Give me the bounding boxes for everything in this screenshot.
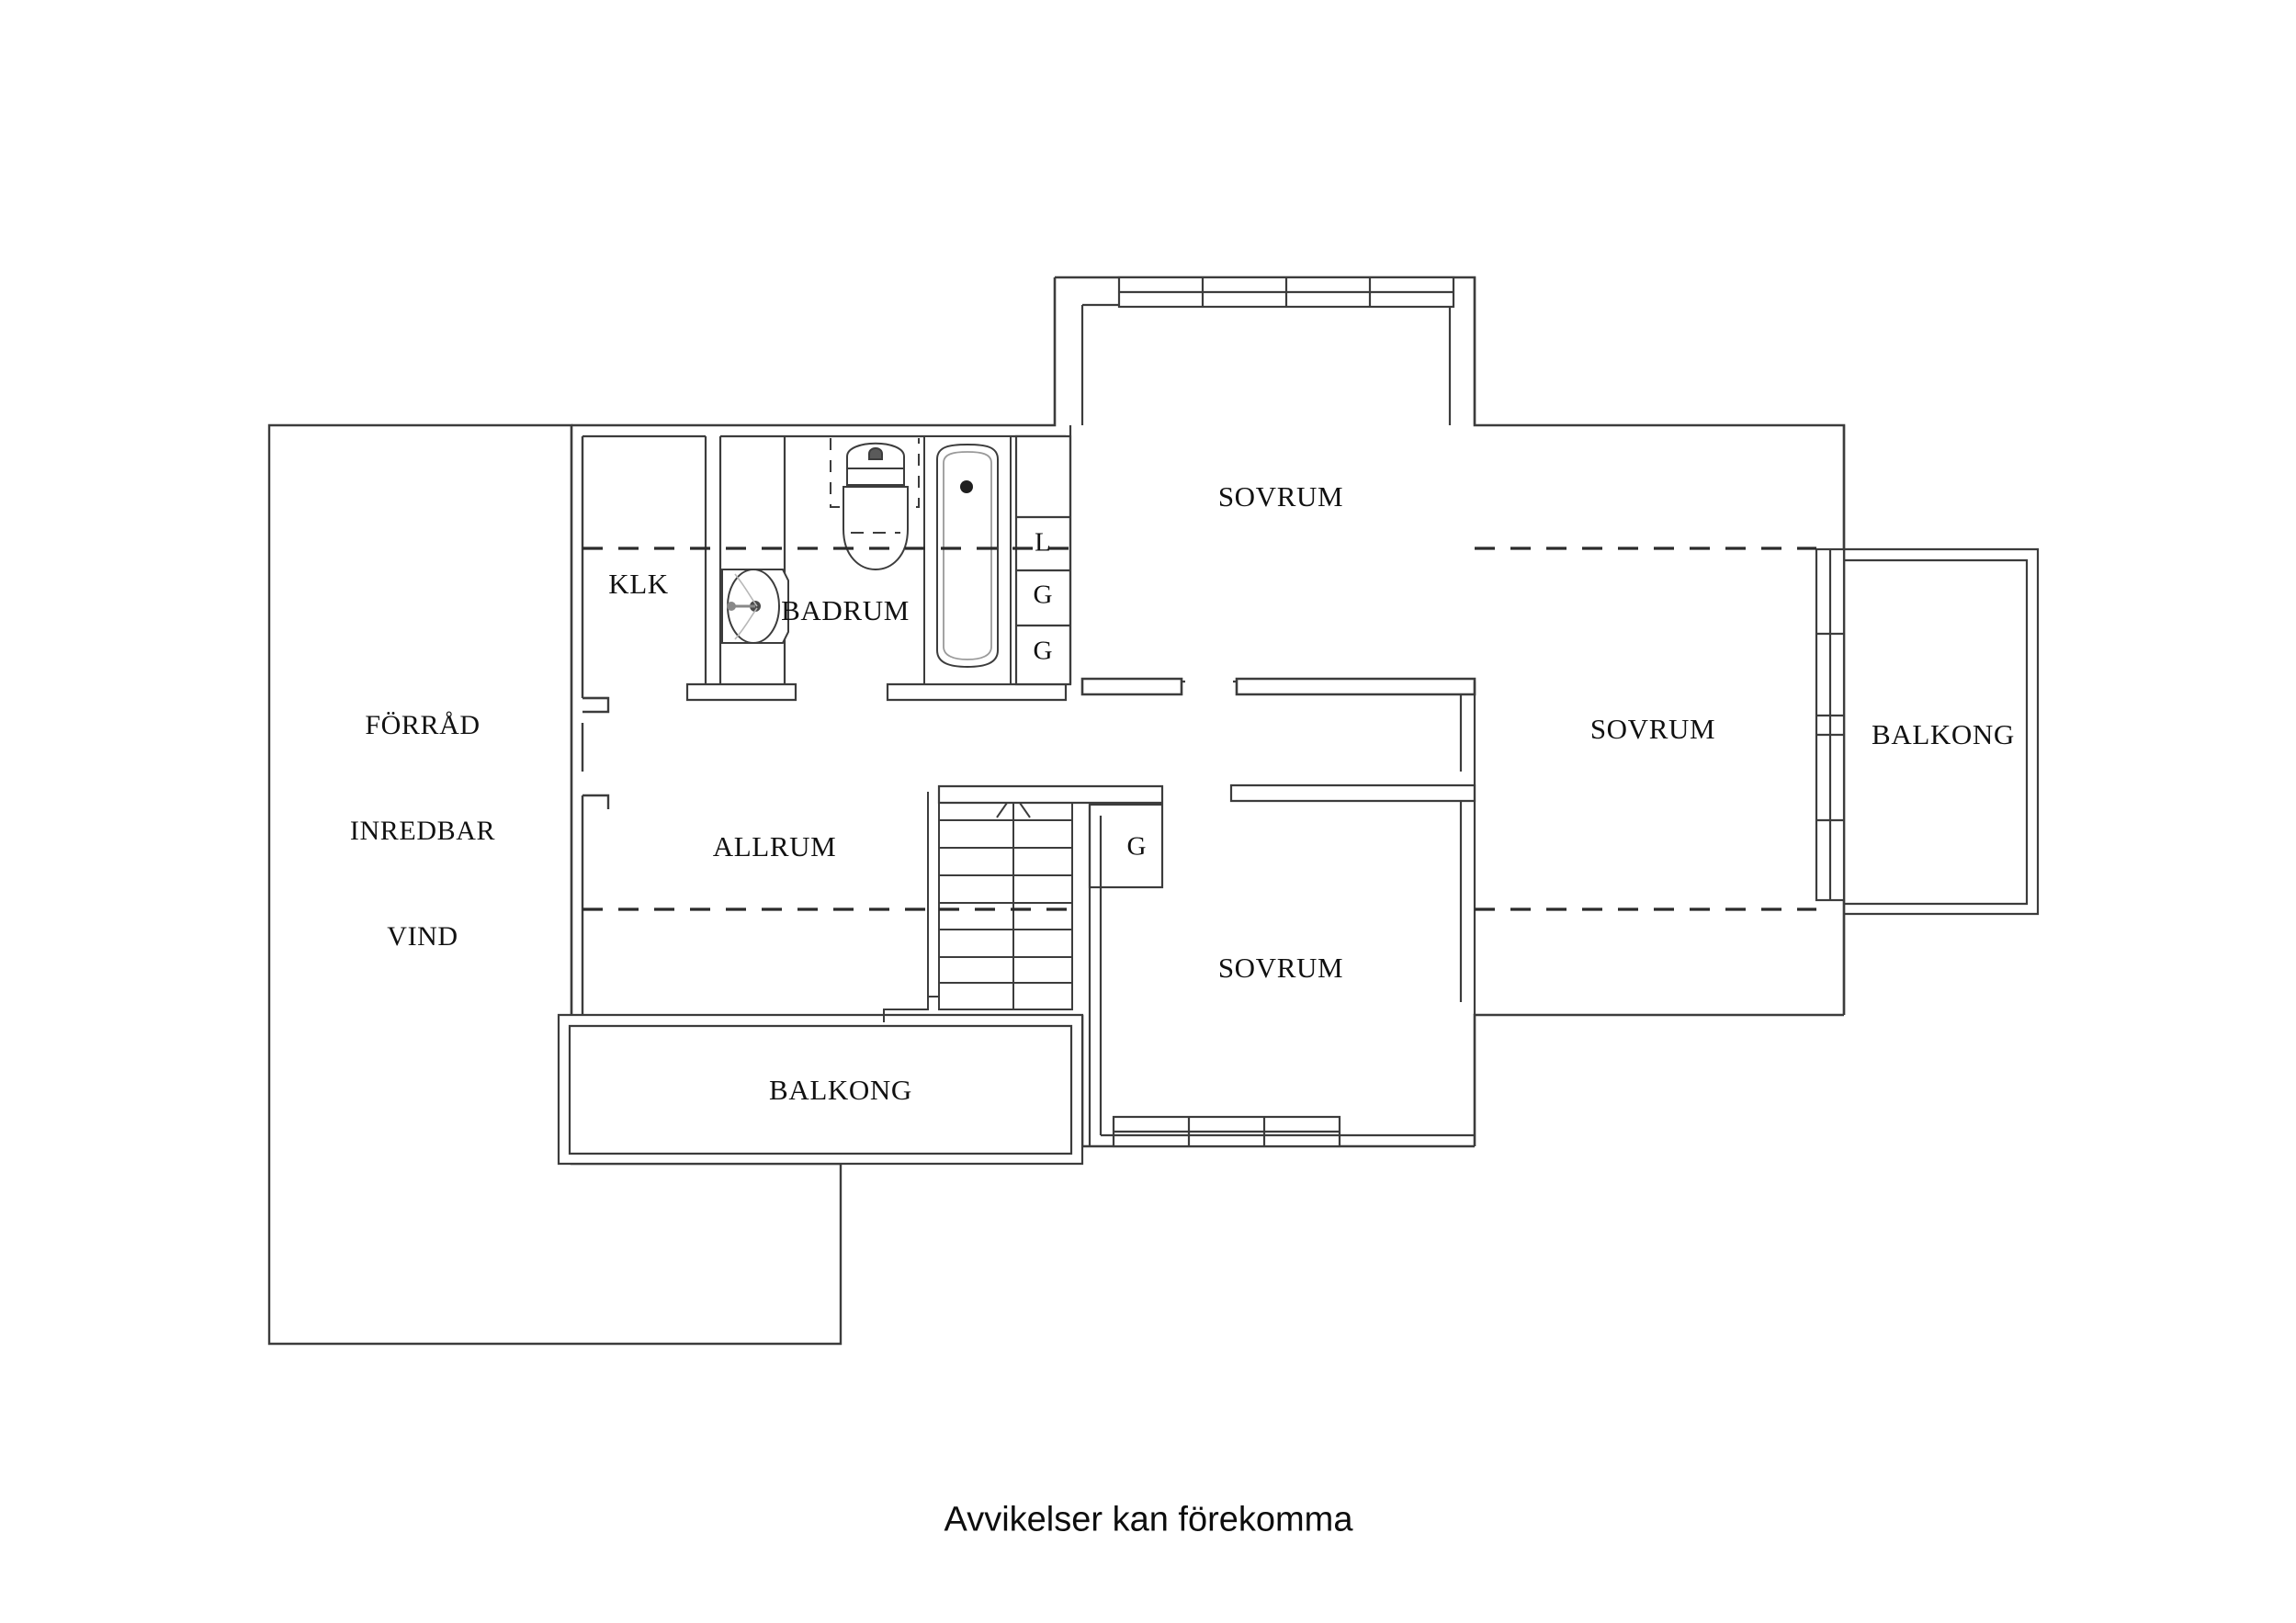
attic-outline [267, 423, 843, 1346]
staircase [883, 791, 1073, 1022]
balcony-bottom [557, 1013, 1084, 1166]
toilet-fixture [830, 438, 920, 571]
wall-details [1473, 277, 1846, 1015]
bathtub-fixture [923, 435, 1012, 685]
closet-g-stair-box [1088, 803, 1164, 1146]
closet-column [1014, 425, 1072, 686]
disclaimer-text: Avvikelser kan förekomma [944, 1500, 1353, 1539]
mid-bedroom-walls [1229, 682, 1476, 1015]
top-bedroom-walls [1080, 677, 1476, 696]
washbasin-fixture [721, 569, 789, 644]
allrum-upper-wall [937, 784, 1164, 805]
wall-left-interior [570, 425, 610, 1015]
roof-slope-lines [582, 547, 1816, 911]
klk-walls [582, 434, 707, 700]
window-top [1117, 276, 1455, 309]
balcony-right [1844, 547, 2040, 916]
badrum-walls [685, 434, 1068, 702]
wall-inner-lines [1080, 303, 1452, 683]
window-right [1815, 547, 1846, 902]
window-bottom [1112, 1115, 1341, 1148]
lower-bedroom-walls [1099, 816, 1475, 1137]
